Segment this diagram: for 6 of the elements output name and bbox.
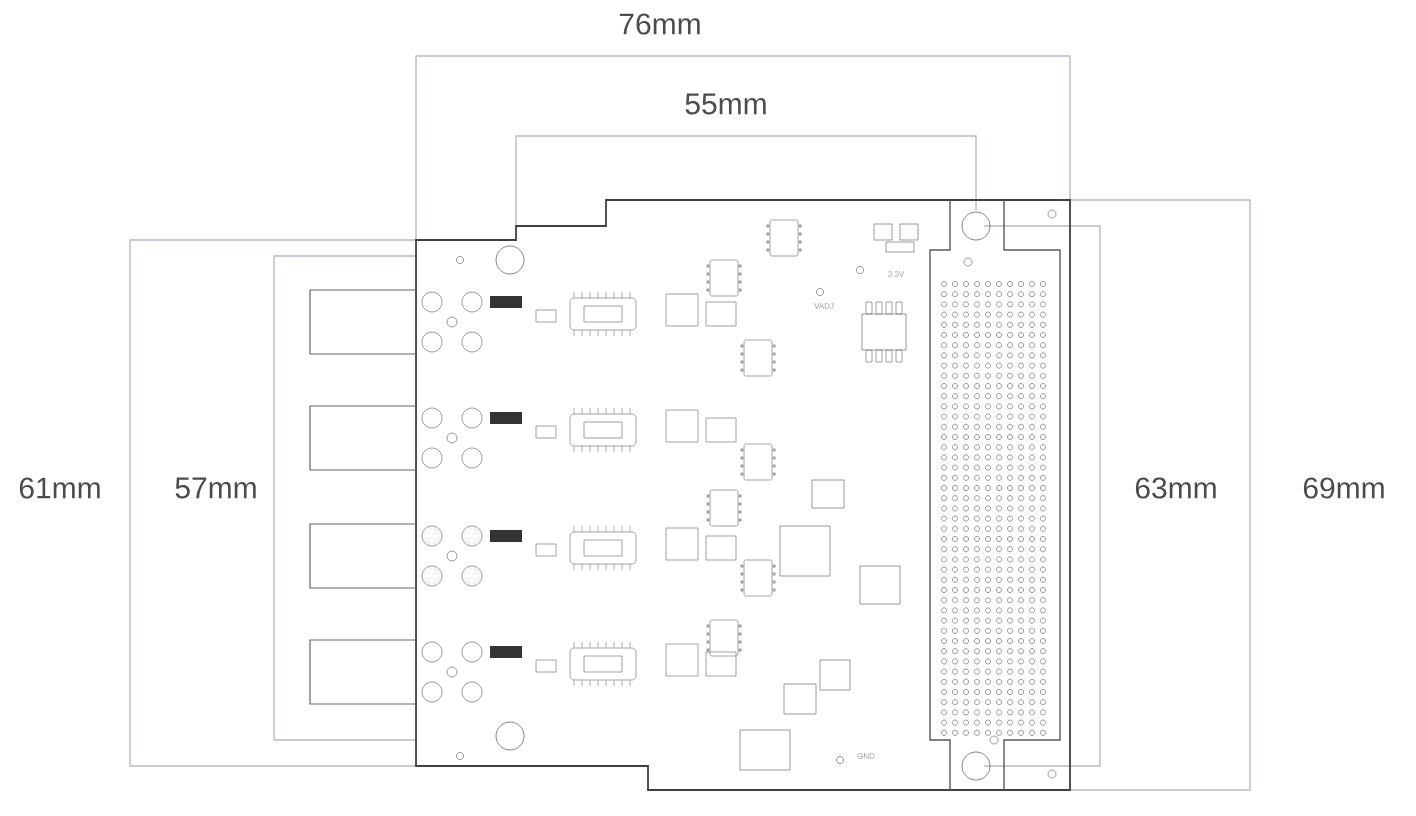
- dimension-label: 69mm: [1303, 477, 1384, 499]
- dimension-label: 57mm: [175, 477, 256, 499]
- dimension-label: 76mm: [619, 13, 700, 35]
- dimension-label: 55mm: [685, 93, 766, 115]
- dimension-label: 63mm: [1135, 477, 1216, 499]
- dimension-label: 61mm: [19, 477, 100, 499]
